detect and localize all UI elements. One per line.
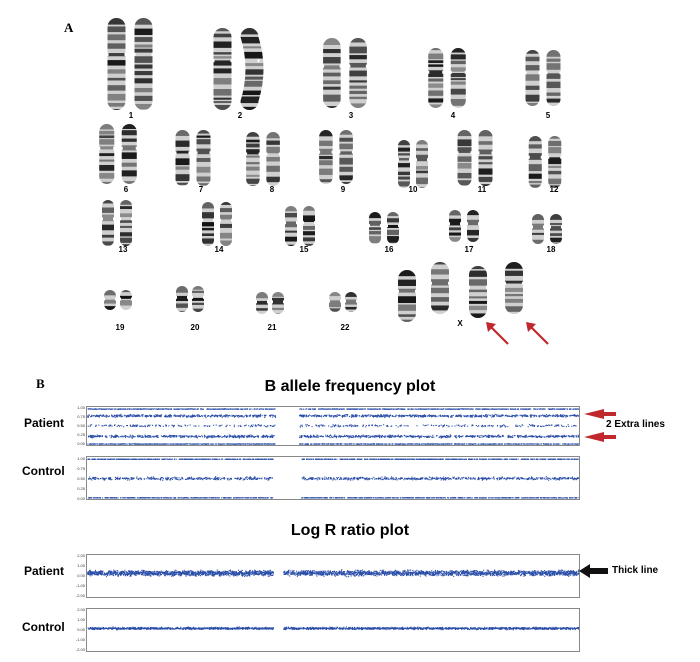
y-tick-label: 1.00 (77, 456, 86, 461)
y-tick-label: 1.00 (77, 405, 86, 410)
baf-control-label: Control (22, 464, 65, 478)
red-arrow-icon (489, 325, 509, 345)
chromosome-label: 22 (341, 323, 350, 332)
chromosome-label: 17 (465, 245, 474, 254)
chromosome-label: 8 (270, 185, 275, 194)
y-tick-label: 0.00 (77, 441, 86, 446)
red-arrow-icon (529, 325, 549, 345)
chromosome-label: 12 (550, 185, 559, 194)
logr-y-ticks: 2.00 1.00 0.00 -1.00 -2.00 2.00 1.00 0.00 -1.00 -… (76, 553, 86, 652)
y-tick-label: 0.50 (77, 423, 86, 428)
chromosome-label: 15 (300, 245, 309, 254)
baf-y-ticks: 1.00 0.75 0.50 0.25 0.00 1.00 0.75 0.50 0.25 0.00 (77, 405, 86, 501)
y-tick-label: -2.00 (76, 593, 86, 598)
chromosome-label: 1 (129, 111, 134, 120)
logr-plot-title: Log R ratio plot (290, 522, 410, 539)
chromosome-label: 3 (349, 111, 354, 120)
chromosome-label: 7 (199, 185, 204, 194)
y-tick-label: -2.00 (76, 647, 86, 652)
y-tick-label: 0.75 (77, 414, 86, 419)
logr-patient-label: Patient (24, 564, 65, 578)
panel-a-label: A (64, 20, 74, 35)
y-tick-label: 2.00 (77, 553, 86, 558)
chromosome-label: 6 (124, 185, 129, 194)
y-tick-label: 0.00 (77, 573, 86, 578)
y-tick-label: 0.00 (77, 496, 86, 501)
chromosome-label: 19 (116, 323, 125, 332)
thick-line-annotation: Thick line (612, 565, 659, 576)
chromosome-label: 4 (451, 111, 456, 120)
chromosome-label: 11 (478, 185, 487, 194)
chromosome-label: X (457, 319, 463, 328)
panel-b-label: B (36, 376, 45, 391)
thick-line-arrow (579, 564, 608, 578)
chromosome-label: 5 (546, 111, 551, 120)
extra-lines-annotation: 2 Extra lines (606, 419, 665, 430)
y-tick-label: 0.25 (77, 432, 86, 437)
red-arrow-icon (584, 409, 616, 419)
baf-patient-plot (86, 406, 580, 446)
logr-control-plot (86, 608, 580, 652)
chromosome-label: 14 (215, 245, 224, 254)
y-tick-label: 0.75 (77, 466, 86, 471)
y-tick-label: 2.00 (77, 607, 86, 612)
logr-patient-plot (86, 554, 580, 598)
baf-plot-title: B allele frequency plot (264, 378, 436, 395)
logr-control-label: Control (22, 620, 65, 634)
y-tick-label: 0.00 (77, 627, 86, 632)
baf-control-plot (86, 456, 580, 500)
y-tick-label: 0.50 (77, 476, 86, 481)
red-arrow-icon (584, 432, 616, 442)
baf-patient-label: Patient (24, 416, 65, 430)
extra-lines-arrows (584, 409, 616, 442)
chromosome-label: 16 (385, 245, 394, 254)
y-tick-label: -1.00 (76, 637, 86, 642)
chromosome-label: 18 (547, 245, 556, 254)
chromosome-label: 2 (238, 111, 243, 120)
chromosome-label: 9 (341, 185, 346, 194)
y-tick-label: -1.00 (76, 583, 86, 588)
chromosome-label: 10 (409, 185, 418, 194)
y-tick-label: 1.00 (77, 617, 86, 622)
y-tick-label: 0.25 (77, 486, 86, 491)
chromosome-label: 21 (268, 323, 277, 332)
black-arrow-icon (579, 564, 608, 578)
chromosome-label: 20 (191, 323, 200, 332)
y-tick-label: 1.00 (77, 563, 86, 568)
chromosome-label: 13 (119, 245, 128, 254)
